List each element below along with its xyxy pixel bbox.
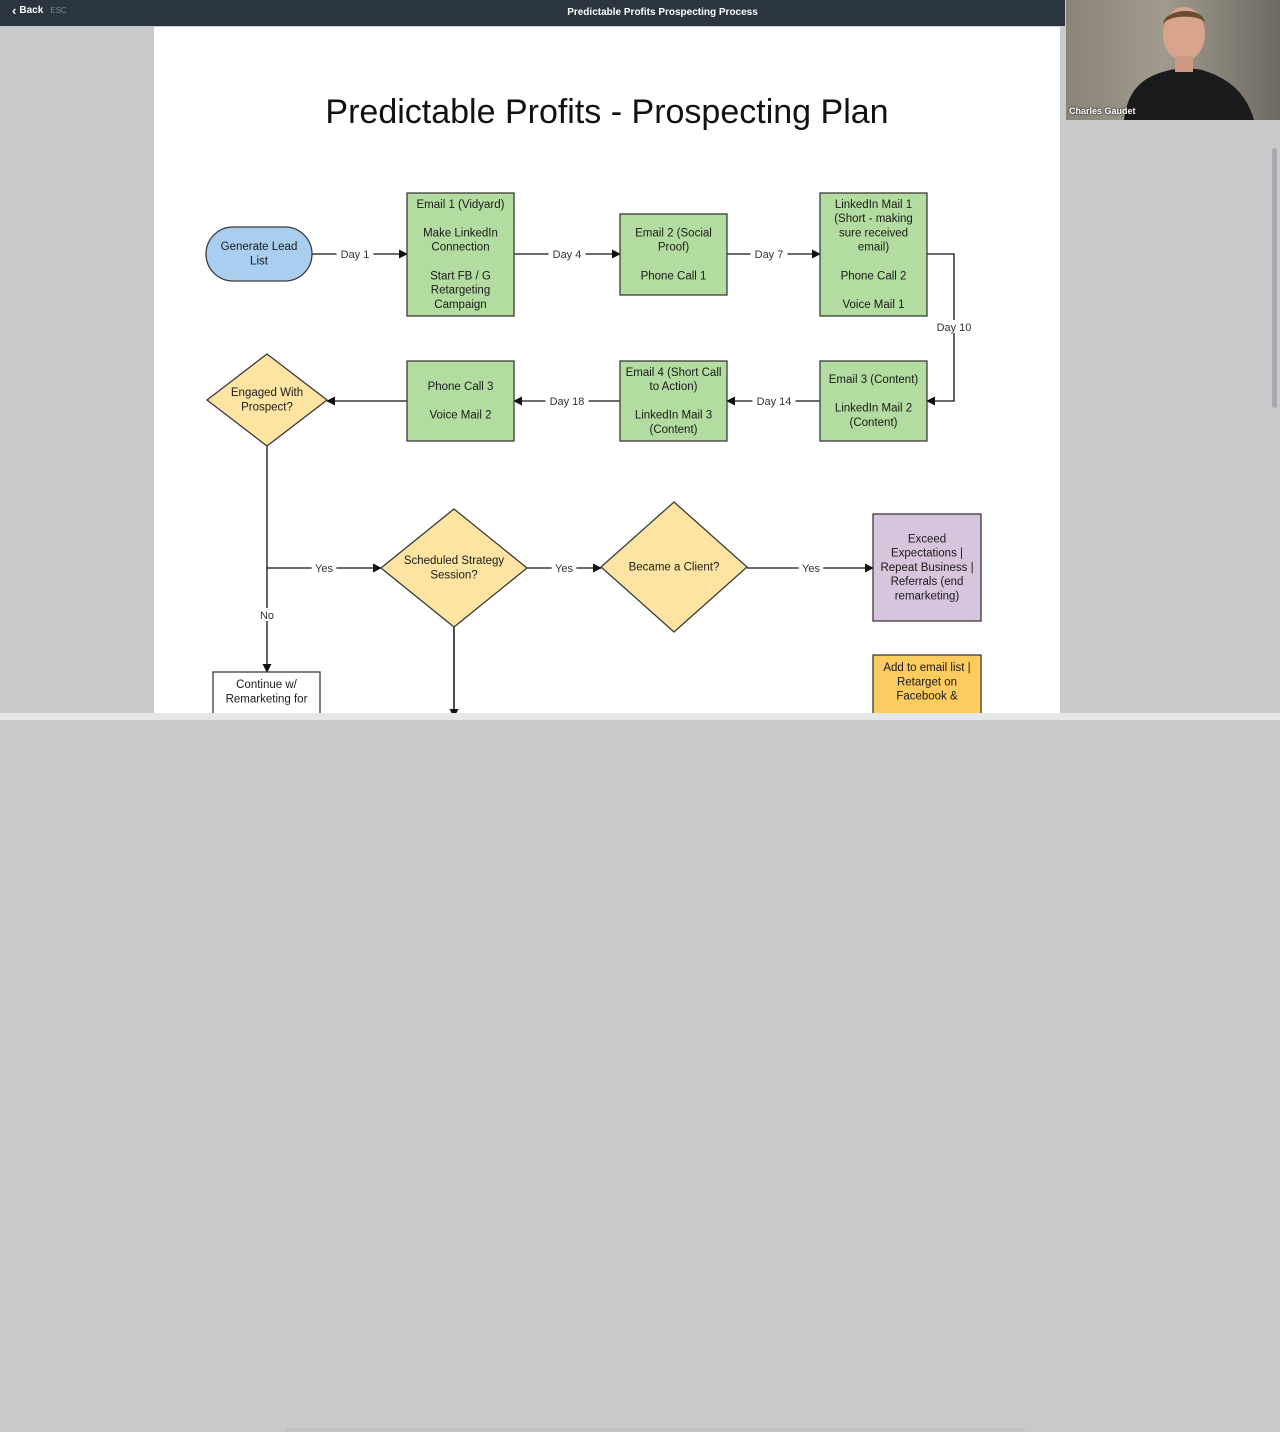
node-shape-phone3 [407,361,514,441]
edge-label-8: Yes [555,563,573,575]
node-text-linkedin1: (Short - making [834,213,913,225]
edge-label-10: No [260,610,274,622]
node-text-email2: Email 2 (Social [635,227,712,239]
edge-label-2: Day 7 [755,249,784,261]
node-text-email1: Campaign [434,299,486,311]
node-text-email4: to Action) [650,381,698,393]
edge-label-3: Day 10 [937,322,972,334]
edge-0: Day 1 [312,247,407,261]
edge-2: Day 7 [727,247,820,261]
node-text-exceed: Expectations | [891,548,963,560]
horizontal-scrollbar[interactable] [285,1428,1025,1432]
edge-label-0: Day 1 [341,249,370,261]
node-text-addemail: Retarget on [897,676,957,688]
node-text-engaged: Prospect? [241,402,293,414]
node-text-addemail: Facebook & [896,691,958,703]
edges-layer: Day 1 Day 4 Day 7 Day 10 Day 14 Day 18 Yes Yes Y… [258,247,976,713]
vertical-scrollbar[interactable] [1272,148,1277,408]
node-email3: Email 3 (Content) LinkedIn Mail 2 (Content… [820,361,927,441]
presenter-silhouette [1066,0,1280,120]
node-text-email3: LinkedIn Mail 2 [835,403,912,415]
node-text-email4: (Content) [650,424,698,436]
node-email1: Email 1 (Vidyard) Make LinkedInConnection… [407,193,514,316]
document-page: Predictable Profits - Prospecting Plan D… [154,27,1060,713]
edge-label-4: Day 14 [757,396,792,408]
node-text-strategy: Session? [430,570,477,582]
edge-5: Day 18 [514,394,620,408]
node-continue: Continue w/Remarketing for [213,672,320,713]
diagram-title: Predictable Profits - Prospecting Plan [325,93,888,131]
node-text-addemail: Add to email list | [883,662,970,674]
webcam-video: Charles Gaudet [1066,0,1280,120]
node-text-strategy: Scheduled Strategy [404,555,505,567]
node-text-engaged: Engaged With [231,387,303,399]
node-text-email1: Retargeting [431,285,490,297]
node-text-email4: LinkedIn Mail 3 [635,410,712,422]
node-text-phone3: Voice Mail 2 [429,410,491,422]
node-text-email3: Email 3 (Content) [829,374,919,386]
node-text-email3: (Content) [850,417,898,429]
node-text-email2: Proof) [658,242,689,254]
node-text-linkedin1: Phone Call 2 [841,270,907,282]
node-text-linkedin1: email) [858,242,889,254]
node-shape-email2 [620,214,727,295]
node-text-email1: Make LinkedIn [423,227,498,239]
edge-label-5: Day 18 [550,396,585,408]
node-shape-engaged [207,354,327,446]
node-text-exceed: Referrals (end [891,576,964,588]
node-text-linkedin1: sure received [839,227,908,239]
bottom-strip [0,713,1280,720]
node-shape-generate [206,227,312,281]
node-text-client: Became a Client? [629,561,720,573]
node-text-email2: Phone Call 1 [641,270,707,282]
node-linkedin1: LinkedIn Mail 1 (Short - making sure recei… [820,193,927,316]
edge-1: Day 4 [514,247,620,261]
edge-label-7: Yes [315,563,333,575]
node-phone3: Phone Call 3 Voice Mail 2 [407,361,514,441]
node-text-exceed: Repeat Business | [880,562,973,574]
node-text-exceed: Exceed [908,533,946,545]
edge-4: Day 14 [727,394,820,408]
node-text-email1: Connection [431,242,489,254]
node-text-continue: Remarketing for [226,693,308,705]
node-addemail: Add to email list | Retarget on Facebook & [873,655,981,713]
edge-9: Yes [747,561,873,575]
node-client: Became a Client? [601,502,747,632]
edge-7: Yes [267,446,381,575]
node-shape-linkedin1 [820,193,927,316]
participant-name: Charles Gaudet [1069,106,1136,116]
node-text-generate: List [250,256,269,268]
node-shape-strategy [381,509,527,627]
node-shape-email1 [407,193,514,316]
edge-label-9: Yes [802,563,820,575]
flowchart: Predictable Profits - Prospecting Plan D… [154,27,1060,713]
edge-line-7 [267,446,381,568]
node-text-phone3: Phone Call 3 [428,381,494,393]
node-text-exceed: remarketing) [895,590,960,602]
node-email4: Email 4 (Short Call to Action) LinkedIn Ma… [620,361,727,441]
node-text-email4: Email 4 (Short Call [626,367,722,379]
top-bar: ‹ Back ESC Predictable Profits Prospecti… [0,0,1065,26]
edge-label-1: Day 4 [553,249,582,261]
node-text-linkedin1: LinkedIn Mail 1 [835,199,912,211]
node-text-email1: Email 1 (Vidyard) [417,199,505,211]
node-text-email1: Start FB / G [430,270,491,282]
edge-8: Yes [527,561,601,575]
edge-3: Day 10 [927,254,976,401]
node-text-generate: Generate Lead [221,241,298,253]
edge-10: No [258,568,276,672]
node-text-continue: Continue w/ [236,679,298,691]
node-text-linkedin1: Voice Mail 1 [842,299,904,311]
